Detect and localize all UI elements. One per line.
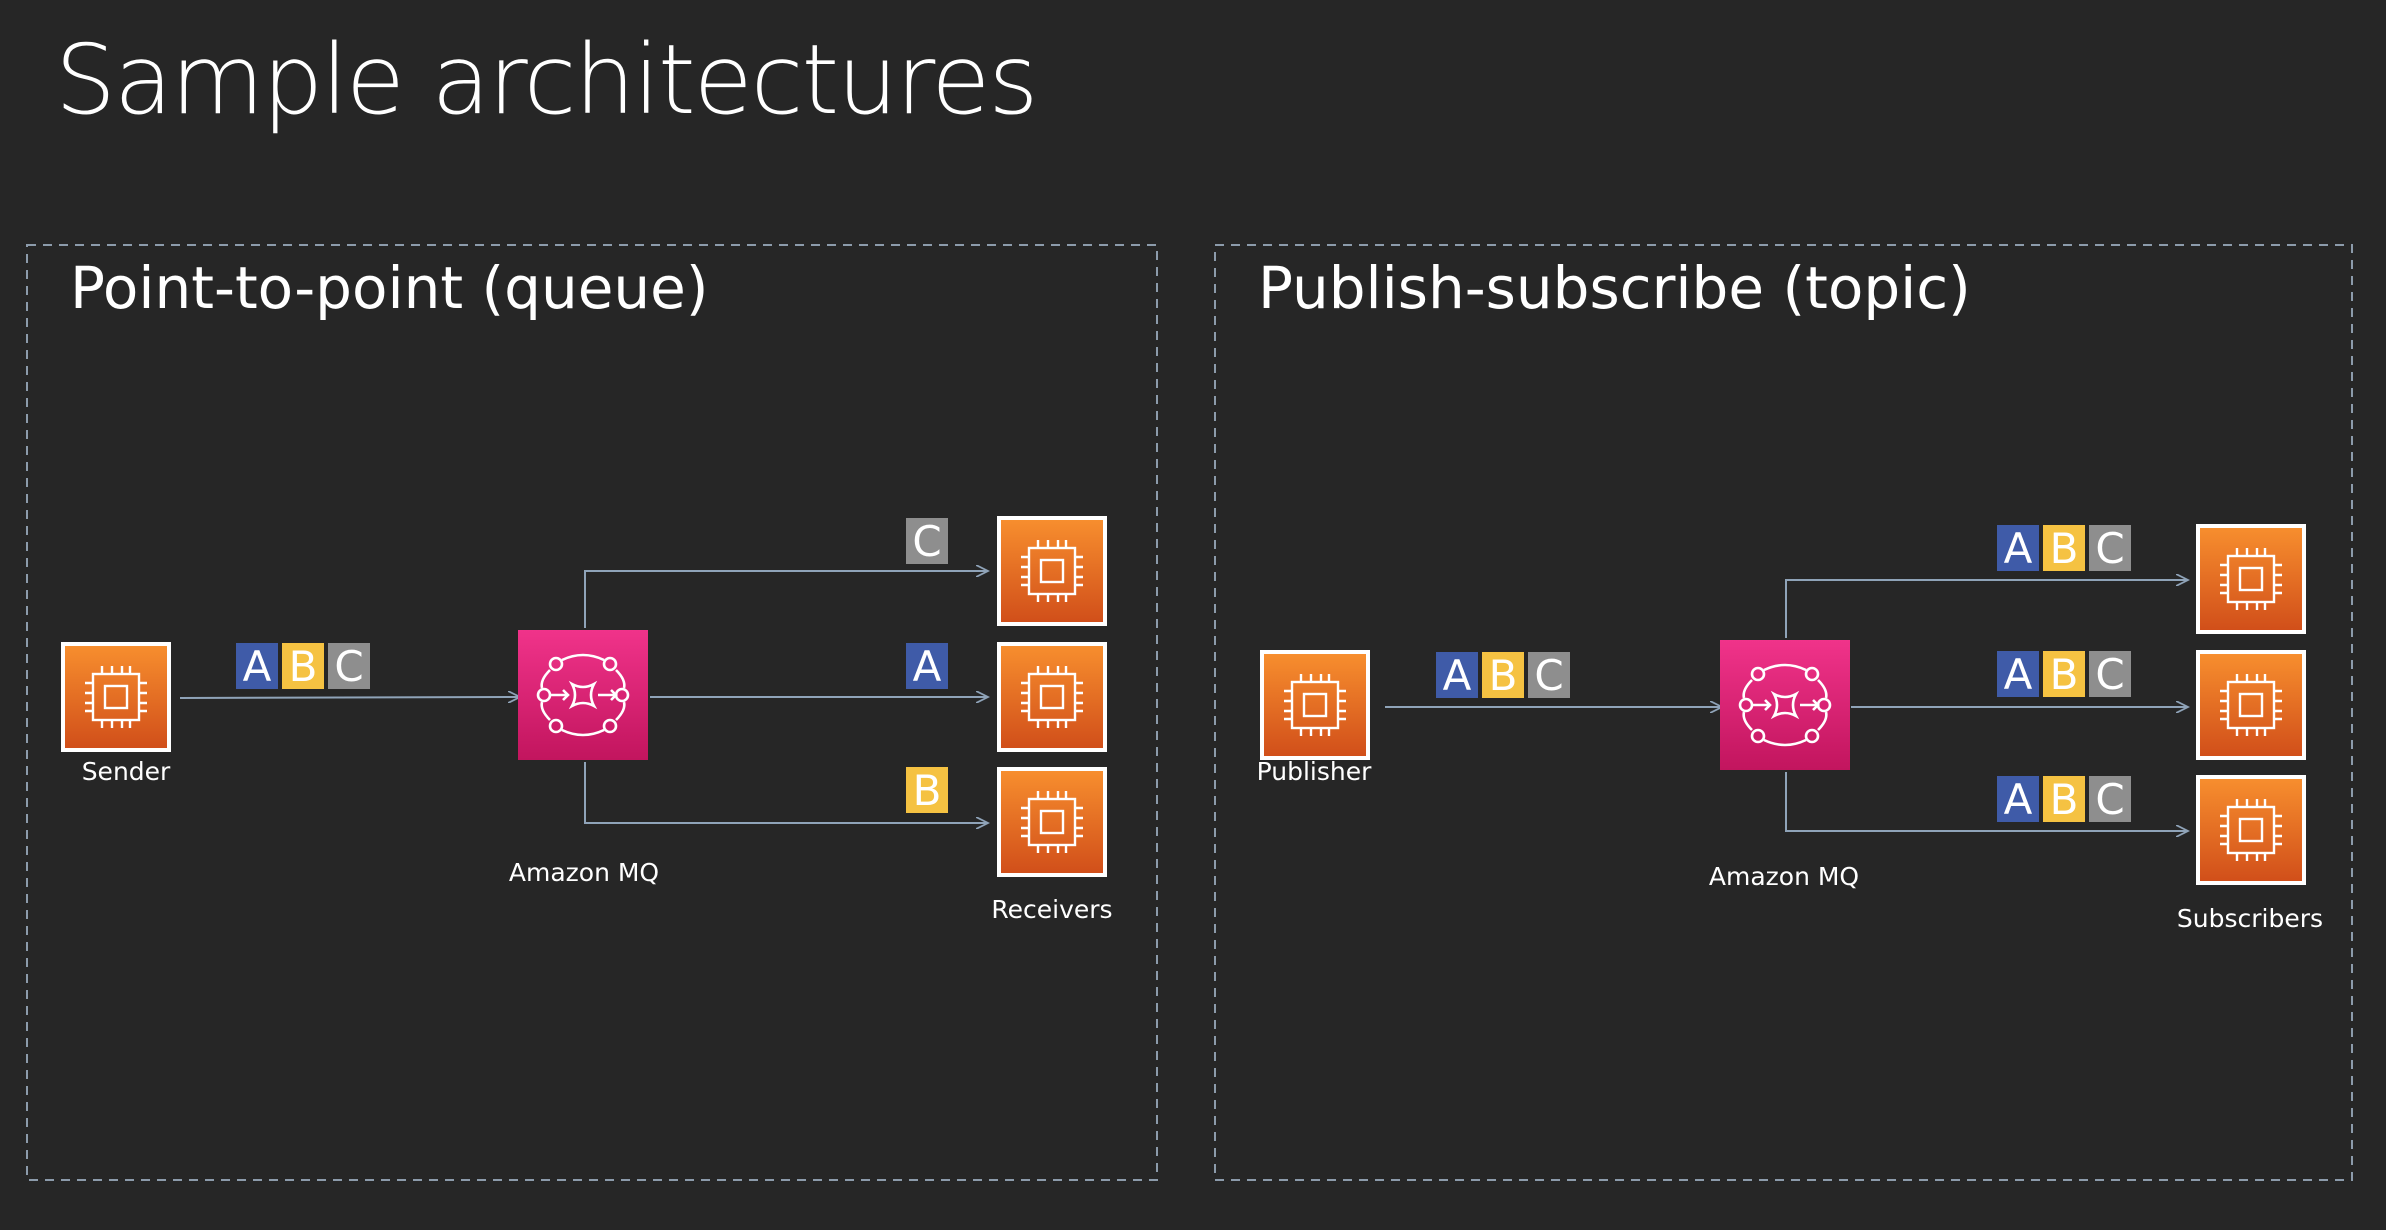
message-chip-a	[906, 643, 948, 689]
message-chip-b	[282, 643, 324, 689]
message-chip-label: A	[243, 642, 272, 691]
ec2-instance-chip-icon	[2220, 799, 2282, 861]
arrow-broker-to-receiver-1	[584, 571, 988, 628]
broker-fill	[1720, 640, 1850, 770]
broker-node	[518, 630, 648, 760]
receiver-node	[997, 767, 1107, 877]
message-chip-label: B	[1489, 651, 1518, 700]
message-chip-label: C	[912, 517, 941, 566]
node-fill	[2200, 779, 2302, 881]
message-chip-b	[2043, 525, 2085, 571]
message-chip-label: A	[1443, 651, 1472, 700]
message-chip-b	[906, 767, 948, 813]
node-fill	[1001, 646, 1103, 748]
subscriber-node	[2196, 524, 2306, 634]
message-chip-label: A	[913, 642, 942, 691]
ec2-instance-chip-icon	[2220, 674, 2282, 736]
message-chip-label: B	[2050, 775, 2079, 824]
publisher-node	[1260, 650, 1370, 760]
node-fill	[1264, 654, 1366, 756]
arrow-sender-to-broker	[179, 697, 520, 698]
message-chip-c	[2089, 651, 2131, 697]
message-chip-a	[236, 643, 278, 689]
panel-border	[26, 244, 1158, 1181]
message-group-receiver-2: A	[906, 642, 948, 691]
message-chip-c	[2089, 525, 2131, 571]
subscribers-label: Subscribers	[2177, 904, 2323, 933]
publisher-label: Publisher	[1257, 757, 1372, 786]
amazon-mq-icon	[536, 653, 630, 737]
arrow-broker-to-receiver-3	[584, 762, 988, 823]
message-chip-label: C	[2095, 650, 2124, 699]
subscriber-node	[2196, 775, 2306, 885]
subscriber-node	[2196, 650, 2306, 760]
page-title: Sample architectures	[55, 24, 1038, 136]
broker-label: Amazon MQ	[509, 858, 659, 887]
broker-label: Amazon MQ	[1709, 862, 1859, 891]
ec2-instance-chip-icon	[1021, 791, 1083, 853]
message-chip-b	[2043, 651, 2085, 697]
panel-title: Point-to-point (queue)	[70, 254, 708, 322]
message-chip-label: B	[2050, 524, 2079, 573]
sender-label: Sender	[82, 757, 171, 786]
broker-node	[1720, 640, 1850, 770]
ec2-instance-chip-icon	[85, 666, 147, 728]
message-chip-a	[1997, 651, 2039, 697]
message-chip-label: A	[2004, 524, 2033, 573]
node-fill	[2200, 654, 2302, 756]
message-chip-b	[2043, 776, 2085, 822]
message-chip-label: B	[289, 642, 318, 691]
message-chip-label: C	[2095, 524, 2124, 573]
message-chip-label: C	[2095, 775, 2124, 824]
node-fill	[1001, 520, 1103, 622]
message-chip-a	[1436, 652, 1478, 698]
message-chip-b	[1482, 652, 1524, 698]
message-chip-a	[1997, 525, 2039, 571]
node-fill	[2200, 528, 2302, 630]
ec2-instance-chip-icon	[1021, 540, 1083, 602]
receivers-label: Receivers	[991, 895, 1112, 924]
message-chip-a	[1997, 776, 2039, 822]
receiver-node	[997, 516, 1107, 626]
message-chip-label: B	[2050, 650, 2079, 699]
message-chip-label: A	[2004, 775, 2033, 824]
panel-title: Publish-subscribe (topic)	[1258, 254, 1971, 322]
message-chip-label: C	[1534, 651, 1563, 700]
node-fill	[1001, 771, 1103, 873]
arrow-broker-to-subscriber-3	[1785, 772, 2188, 831]
ec2-instance-chip-icon	[1284, 674, 1346, 736]
message-chip-c	[328, 643, 370, 689]
broker-fill	[518, 630, 648, 760]
message-chip-label: A	[2004, 650, 2033, 699]
node-fill	[65, 646, 167, 748]
message-chip-label: C	[334, 642, 363, 691]
message-chip-label: B	[913, 766, 942, 815]
message-chip-c	[1528, 652, 1570, 698]
message-chip-c	[906, 518, 948, 564]
sender-node	[61, 642, 171, 752]
panel-border	[1214, 244, 2353, 1181]
receiver-node	[997, 642, 1107, 752]
arrow-broker-to-subscriber-1	[1785, 580, 2188, 638]
ec2-instance-chip-icon	[1021, 666, 1083, 728]
ec2-instance-chip-icon	[2220, 548, 2282, 610]
message-group-receiver-1: C	[906, 517, 948, 566]
message-group-receiver-3: B	[906, 766, 948, 815]
message-chip-c	[2089, 776, 2131, 822]
amazon-mq-icon	[1738, 663, 1832, 747]
